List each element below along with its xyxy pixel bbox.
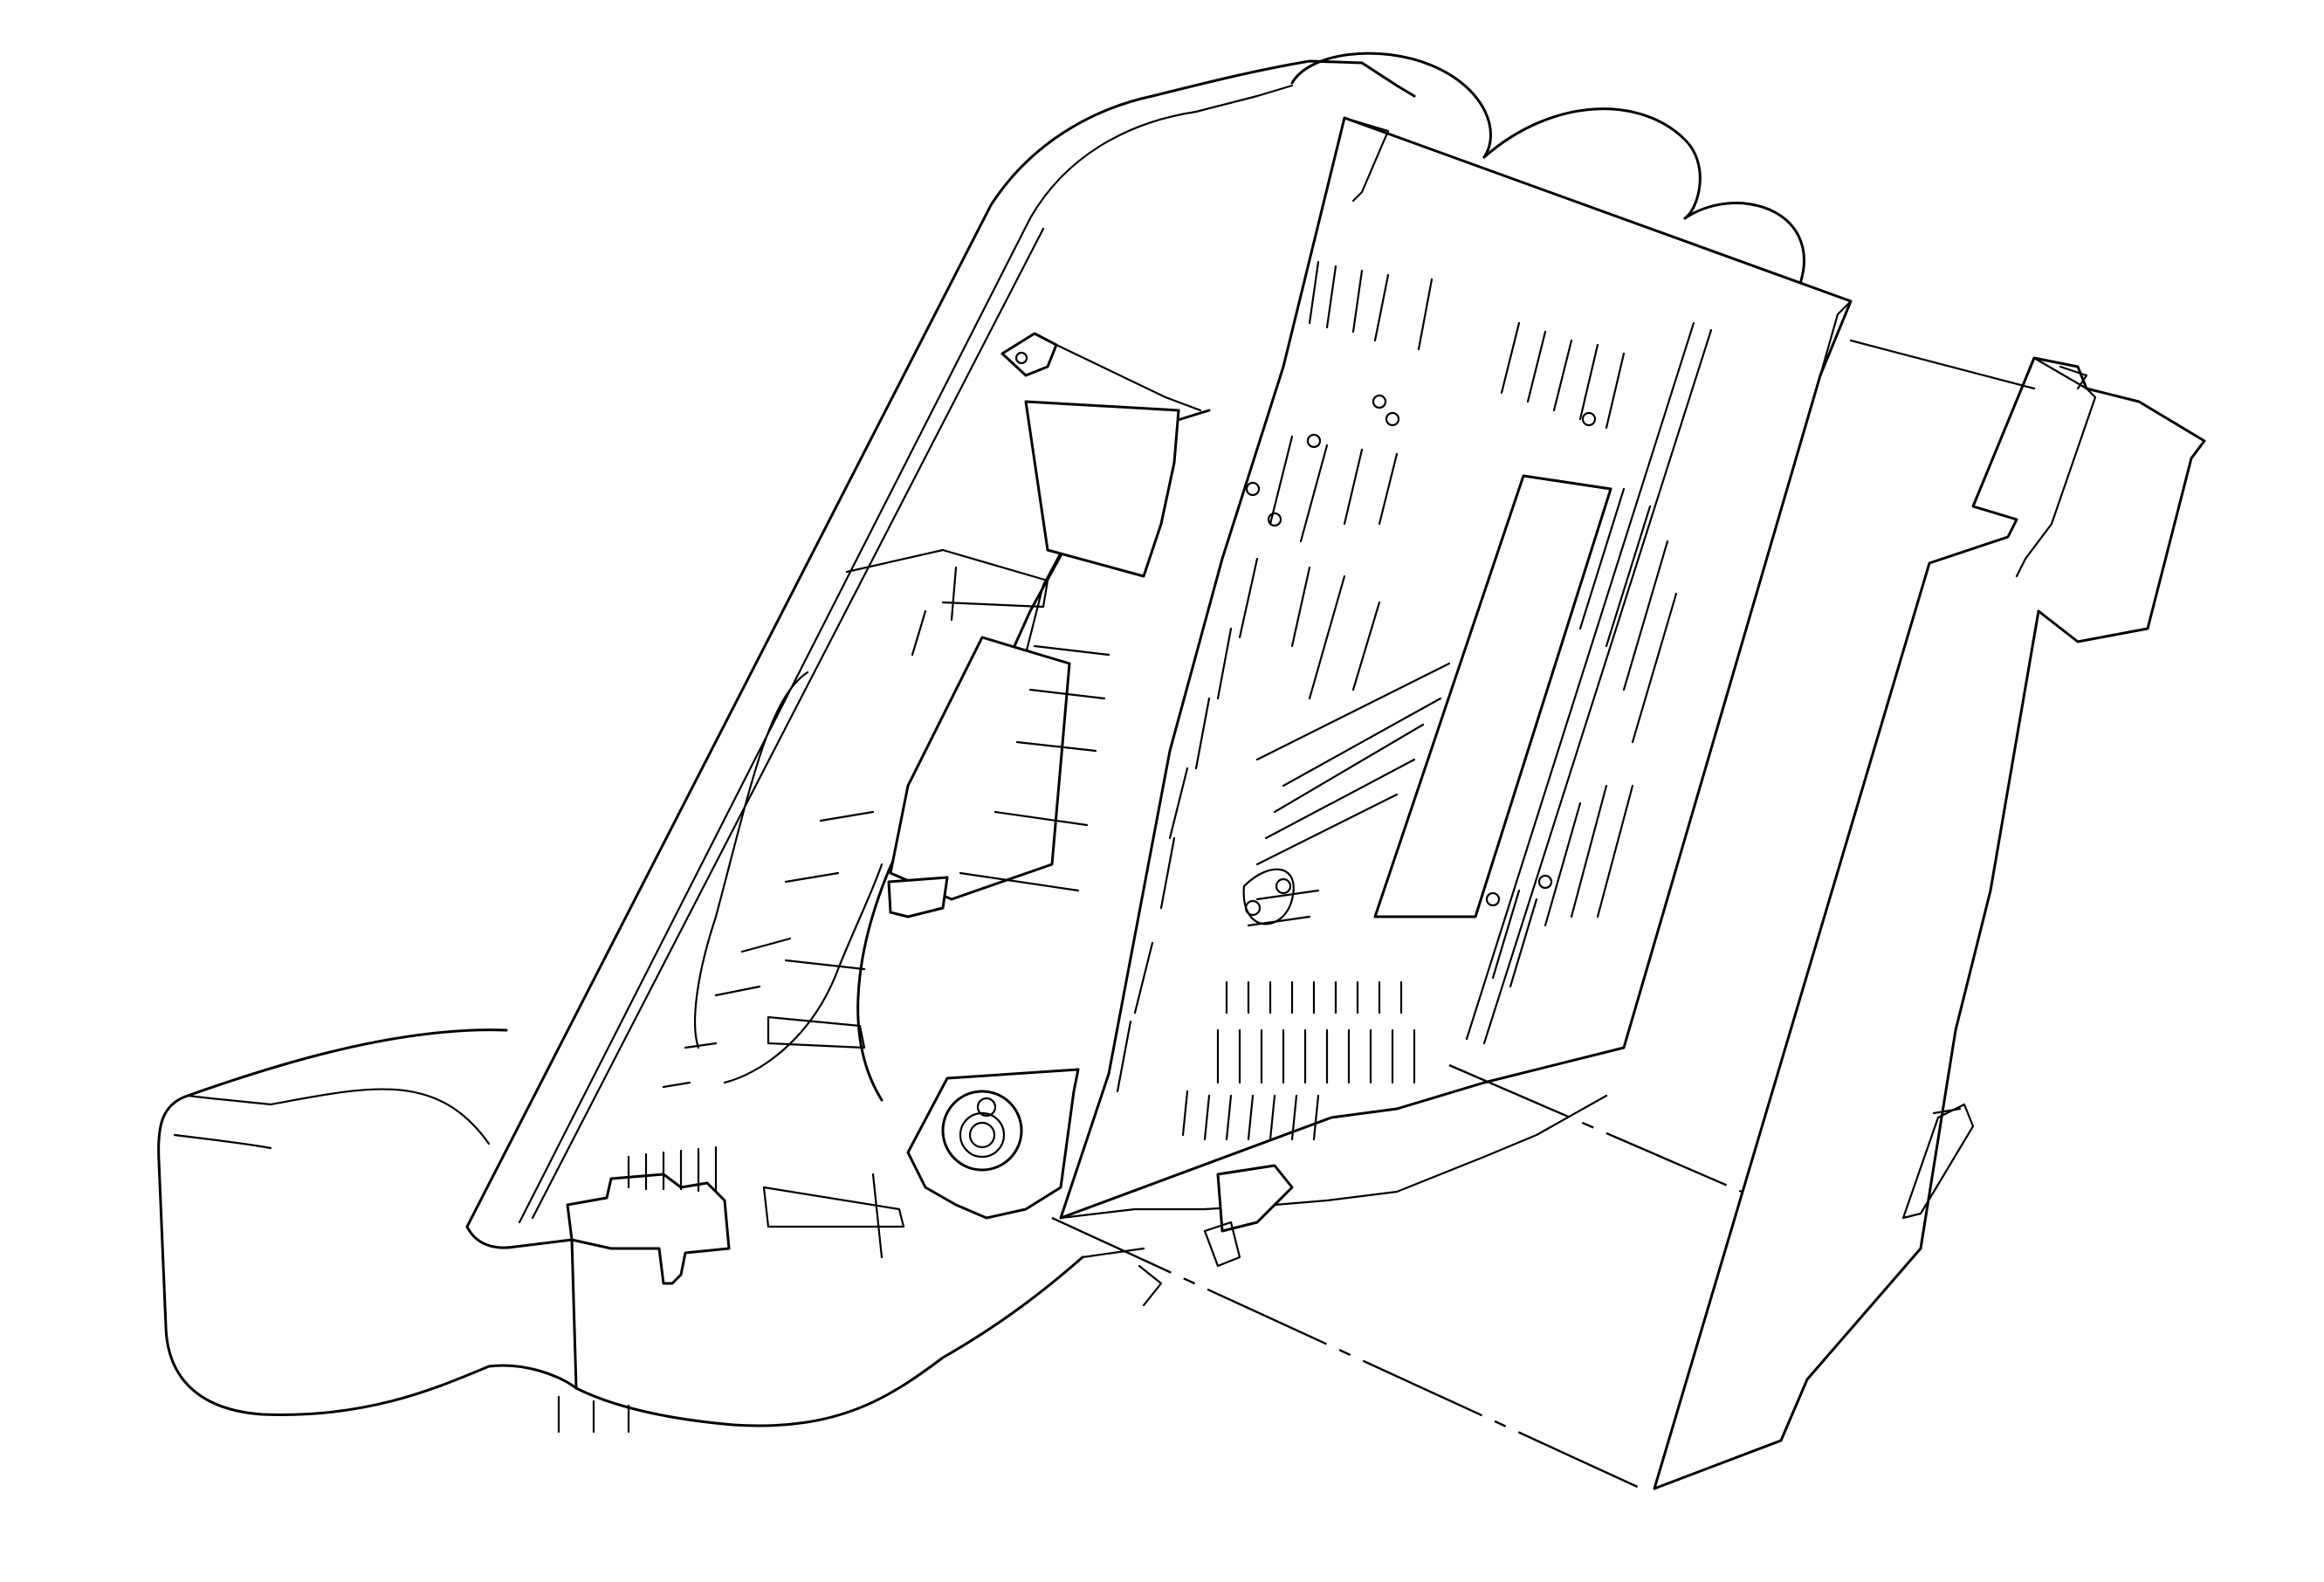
leader-line-lower — [1051, 1216, 1642, 1490]
leader-line-upper — [1448, 1063, 1743, 1193]
seatback-internal-structure — [694, 400, 1211, 1102]
leader-lines — [1051, 339, 2036, 1490]
closeout-panel — [1653, 356, 2206, 1490]
lower-trim — [1059, 1094, 1608, 1307]
rear-panel-plate — [1059, 116, 1853, 1220]
seat-cushion — [157, 1028, 1084, 1434]
recliner-pivot-hub — [906, 1068, 1080, 1220]
seatback-frame — [465, 59, 1416, 1390]
